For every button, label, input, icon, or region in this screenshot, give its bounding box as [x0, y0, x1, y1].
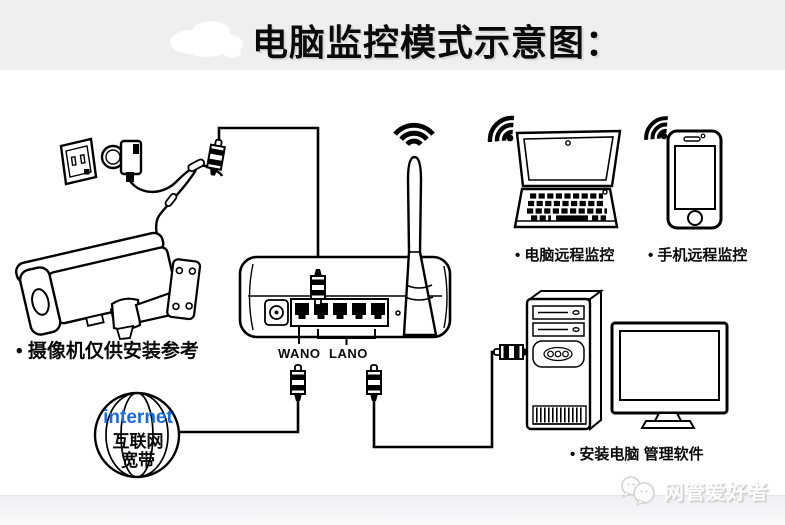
lan-cable-connector [366, 364, 382, 402]
pc-cable-connector [493, 344, 531, 360]
router-reset-hole [395, 310, 401, 316]
camera-cable-connector [204, 137, 227, 178]
port-callout-lines [298, 327, 376, 345]
watermark: 网管爱好者 [618, 474, 769, 506]
wan-port-label: WANO [278, 346, 321, 361]
camera-to-router-wire [217, 126, 320, 271]
security-camera-icon [14, 231, 202, 340]
desktop-tower-icon [525, 289, 605, 432]
install-pc-label: • 安装电脑 管理软件 [570, 446, 704, 463]
wifi-signal-icon [484, 112, 520, 148]
remote-phone-label: • 手机远程监控 [648, 247, 748, 264]
footer-bar [0, 495, 785, 525]
wan-to-internet-wire [175, 400, 300, 434]
camera-note-label: • 摄像机仅供安装参考 [16, 341, 199, 362]
router-ethernet-ports [290, 298, 389, 327]
wifi-signal-icon [395, 125, 433, 144]
globe-line3-label: 宽带 [121, 451, 155, 470]
lan-port-label: LANO [329, 346, 368, 361]
camera-pigtail-cable [129, 164, 224, 239]
power-adapter-icon [100, 139, 143, 182]
lan-to-pc-wire [372, 350, 496, 449]
internet-globe-icon [93, 391, 181, 479]
header-bar: 电脑监控模式示意图： [0, 0, 785, 70]
wall-outlet-icon [59, 137, 98, 186]
smartphone-icon [639, 111, 723, 230]
chat-bubbles-icon [621, 476, 655, 506]
watermark-text: 网管爱好者 [664, 481, 769, 504]
wan-cable-connector [290, 364, 306, 402]
laptop-icon [484, 112, 622, 229]
globe-internet-label: internet [103, 407, 173, 428]
monitor-icon [610, 321, 729, 429]
router-antenna [402, 155, 438, 337]
cloud-icon [170, 21, 243, 58]
page-title: 电脑监控模式示意图： [252, 22, 623, 63]
cable-ferrule [164, 158, 206, 208]
router-icon [238, 125, 452, 339]
globe-line2-label: 互联网 [112, 432, 164, 451]
router-power-jack [264, 299, 289, 326]
remote-pc-label: • 电脑远程监控 [515, 247, 615, 264]
